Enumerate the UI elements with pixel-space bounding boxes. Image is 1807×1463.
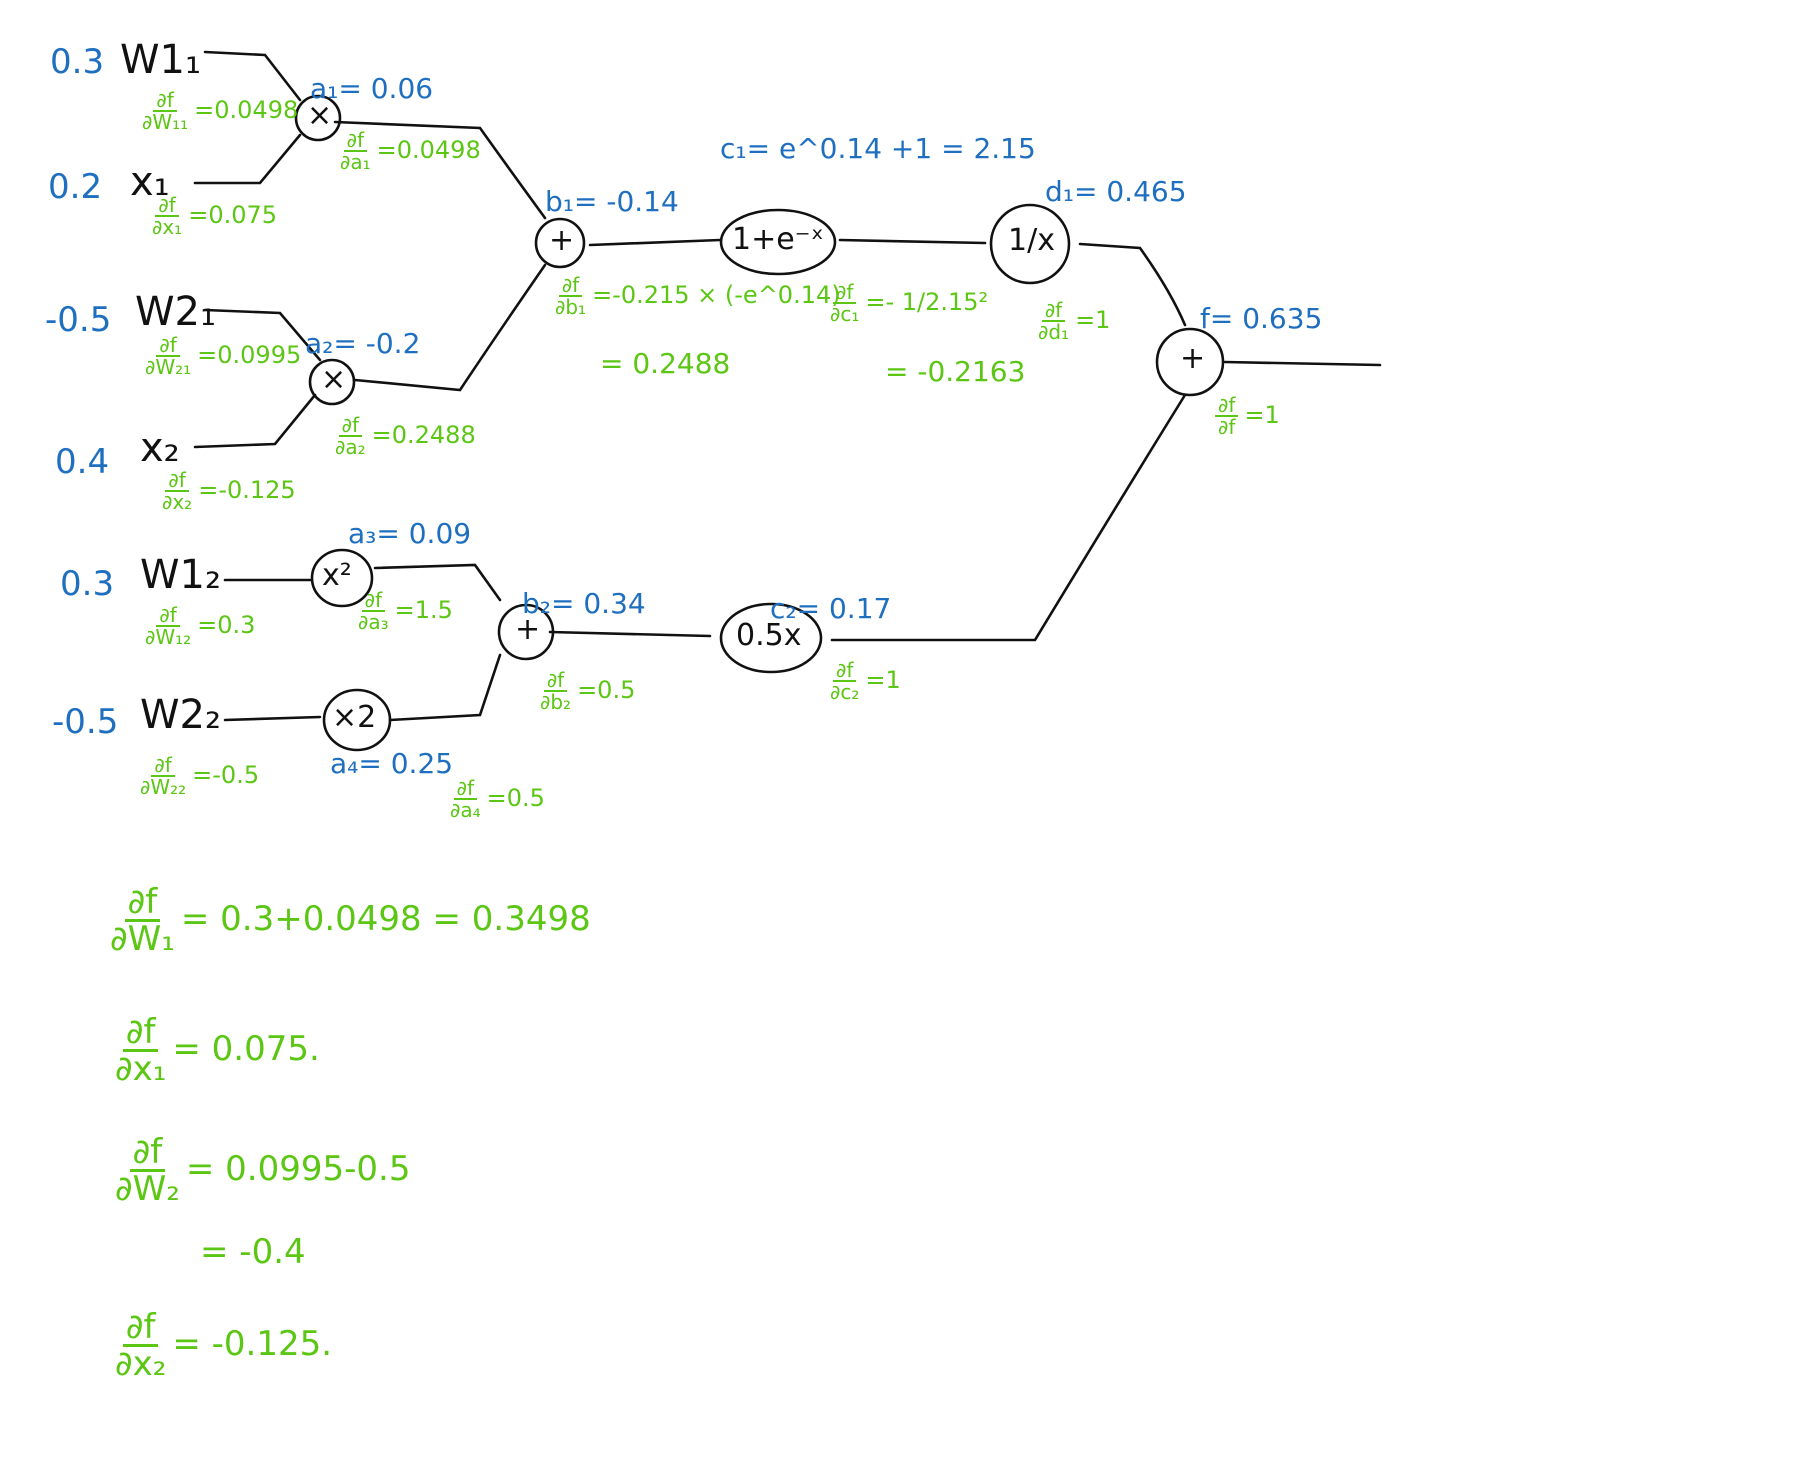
grad-d1: ∂f∂d₁=1 bbox=[1038, 298, 1111, 344]
input-name-x2: x₂ bbox=[140, 425, 180, 471]
summary-dw1: ∂f∂W₁= 0.3+0.0498 = 0.3498 bbox=[110, 882, 591, 959]
node-mul2 bbox=[308, 358, 356, 406]
fwd-sq: a₃= 0.09 bbox=[348, 517, 472, 550]
grad-a4: ∂f∂a₄=0.5 bbox=[450, 776, 545, 822]
op-exp: 1+e⁻ˣ bbox=[732, 222, 824, 257]
input-value-x1: 0.2 bbox=[48, 167, 103, 207]
edge-exp-recip bbox=[838, 238, 987, 245]
fwd-add1: b₁= -0.14 bbox=[545, 185, 679, 218]
grad-a3: ∂f∂a₃=1.5 bbox=[358, 588, 453, 634]
grad-w12: ∂f∂W₁₂=0.3 bbox=[145, 603, 256, 649]
input-name-w11: W1₁ bbox=[120, 37, 202, 83]
node-out bbox=[1155, 327, 1225, 397]
input-name-w12: W1₂ bbox=[140, 552, 222, 598]
fwd-exp: c₁= e^0.14 +1 = 2.15 bbox=[720, 132, 1036, 165]
fwd-mul1: a₁= 0.06 bbox=[310, 72, 434, 105]
op-add2: + bbox=[515, 612, 541, 647]
edge-add1-exp bbox=[588, 238, 722, 247]
edge-x2-add2 bbox=[388, 653, 502, 722]
grad-b2: ∂f∂b₂=0.5 bbox=[540, 668, 636, 714]
grad-b1: ∂f∂b₁=-0.215 × (-e^0.14) bbox=[555, 273, 841, 319]
summary-dw2-result: = -0.4 bbox=[200, 1232, 306, 1272]
input-value-x2: 0.4 bbox=[55, 442, 110, 482]
grad-c2: ∂f∂c₂=1 bbox=[830, 658, 901, 704]
node-recip bbox=[989, 203, 1071, 285]
node-mul1 bbox=[294, 94, 342, 142]
node-sq bbox=[310, 548, 374, 608]
op-mulx2: ×2 bbox=[332, 700, 377, 735]
op-mul2: × bbox=[321, 362, 347, 397]
summary-dw2: ∂f∂W₂= 0.0995-0.5 bbox=[115, 1132, 411, 1209]
op-mul1: × bbox=[307, 98, 333, 133]
input-value-w22: -0.5 bbox=[52, 702, 119, 742]
op-half: 0.5x bbox=[736, 618, 802, 653]
grad-w21: ∂f∂W₂₁=0.0995 bbox=[145, 333, 302, 379]
grad-a1: ∂f∂a₁=0.0498 bbox=[340, 128, 481, 174]
input-name-x1: x₁ bbox=[130, 159, 170, 205]
edge-sq-add2 bbox=[373, 563, 502, 602]
grad-x1: ∂f∂x₁=0.075 bbox=[152, 193, 278, 239]
fwd-recip: d₁= 0.465 bbox=[1045, 175, 1187, 208]
fwd-out: f= 0.635 bbox=[1200, 302, 1323, 335]
grad-w11: ∂f∂W₁₁=0.0498 bbox=[142, 88, 299, 134]
edge-mul1-add1 bbox=[333, 120, 547, 220]
edge-out-result bbox=[1223, 360, 1382, 367]
op-out: + bbox=[1180, 341, 1206, 376]
node-mulx2 bbox=[322, 688, 392, 752]
input-value-w12: 0.3 bbox=[60, 564, 115, 604]
edge-recip-out bbox=[1078, 242, 1187, 327]
input-value-w11: 0.3 bbox=[50, 42, 105, 82]
edge-w22-x2 bbox=[223, 715, 322, 722]
edge-add2-half bbox=[548, 630, 712, 638]
node-add2 bbox=[497, 603, 555, 661]
grad-x2: ∂f∂x₂=-0.125 bbox=[162, 468, 296, 514]
input-name-w21: W2₁ bbox=[135, 289, 217, 335]
edge-mul2-add1 bbox=[353, 263, 547, 392]
edge-x1-mul1 bbox=[193, 133, 302, 185]
op-sq: x² bbox=[322, 558, 352, 593]
fwd-add2: b₂= 0.34 bbox=[522, 587, 646, 620]
grad-f: ∂f∂f=1 bbox=[1215, 395, 1280, 437]
input-name-w22: W2₂ bbox=[140, 692, 222, 738]
node-half bbox=[719, 602, 823, 674]
fwd-mul2: a₂= -0.2 bbox=[305, 327, 421, 360]
fwd-half: c₂= 0.17 bbox=[770, 592, 892, 625]
fwd-mulx2: a₄= 0.25 bbox=[330, 747, 454, 780]
edge-x2-mul2 bbox=[193, 393, 317, 449]
grad-w22: ∂f∂W₂₂=-0.5 bbox=[140, 753, 260, 799]
input-value-w21: -0.5 bbox=[45, 300, 112, 340]
grad-c1-result: = -0.2163 bbox=[885, 355, 1026, 388]
edge-half-out bbox=[830, 393, 1187, 642]
summary-dx1: ∂f∂x₁= 0.075. bbox=[115, 1012, 320, 1089]
grad-c1: ∂f∂c₁=- 1/2.15² bbox=[830, 280, 989, 326]
grad-b1-result: = 0.2488 bbox=[600, 347, 731, 380]
node-add1 bbox=[534, 217, 586, 269]
op-add1: + bbox=[549, 223, 575, 258]
op-recip: 1/x bbox=[1008, 223, 1055, 258]
edge-w11-mul1 bbox=[203, 50, 302, 102]
summary-dx2: ∂f∂x₂= -0.125. bbox=[115, 1307, 333, 1384]
grad-a2: ∂f∂a₂=0.2488 bbox=[335, 413, 476, 459]
node-exp bbox=[719, 208, 837, 276]
edge-w21-mul2 bbox=[203, 308, 322, 362]
